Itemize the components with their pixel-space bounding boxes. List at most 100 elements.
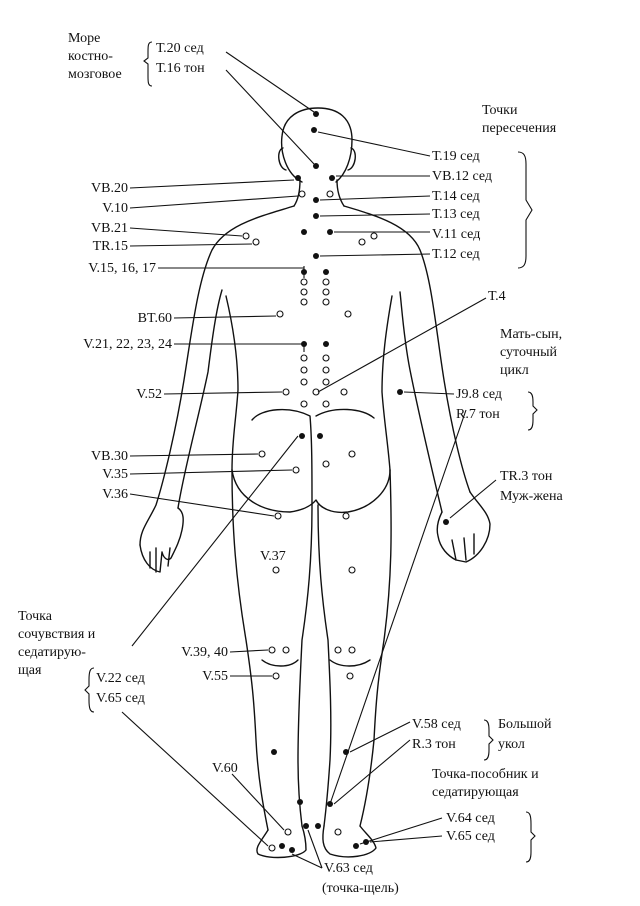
point-v16-r <box>322 278 330 286</box>
point-v64-l <box>268 844 276 852</box>
leader-t16 <box>225 69 315 165</box>
point-v18-r <box>322 298 330 306</box>
point-v52-r <box>340 388 348 396</box>
point-v37 <box>272 566 280 574</box>
leader-tr3 <box>449 479 497 519</box>
point-tr3 <box>443 519 449 525</box>
point-vb20 <box>295 175 301 181</box>
point-v25-r <box>322 400 330 408</box>
leader-v58 <box>349 721 411 753</box>
point-v60-r <box>334 828 342 836</box>
point-v15-r <box>323 269 329 275</box>
point-v58-l <box>271 749 277 755</box>
label-v11: V.11 сед <box>432 227 481 242</box>
point-tr15-r <box>358 238 366 246</box>
label-v39-40: V.39, 40 <box>181 645 228 660</box>
point-t14 <box>313 197 319 203</box>
leader-t13 <box>319 213 431 217</box>
leader-lines <box>121 51 497 869</box>
leader-t4 <box>317 297 487 393</box>
leader-r3 <box>333 739 411 805</box>
braces <box>84 41 538 863</box>
point-t20 <box>313 111 319 117</box>
leader-tr15 <box>129 243 253 247</box>
label-tochki-2: пересечения <box>482 121 557 136</box>
point-tr15 <box>252 238 260 246</box>
point-v36 <box>274 512 282 520</box>
label-v65b: V.65 сед <box>446 829 495 844</box>
label-v21-22-23-24: V.21, 22, 23, 24 <box>83 337 172 352</box>
label-t20: Т.20 сед <box>156 41 204 56</box>
point-vb30-r <box>348 450 356 458</box>
point-v39-r <box>334 646 342 654</box>
brace-helper <box>525 811 536 863</box>
leader-vb20 <box>129 179 295 189</box>
leader-v60 <box>231 773 285 831</box>
point-v24-r <box>322 378 330 386</box>
label-vb12: VB.12 сед <box>432 169 492 184</box>
label-v36: V.36 <box>102 487 128 502</box>
point-v52 <box>282 388 290 396</box>
label-tochki-1: Точки <box>482 103 518 118</box>
leader-v22 <box>131 435 299 647</box>
point-v22-l <box>300 354 308 362</box>
label-r7: R.7 тон <box>456 407 500 422</box>
label-bolshoi-2: укол <box>498 737 525 752</box>
point-v35 <box>292 466 300 474</box>
point-v60-b <box>303 823 309 829</box>
label-t19: Т.19 сед <box>432 149 480 164</box>
point-j98 <box>397 389 403 395</box>
point-v10-r <box>326 190 334 198</box>
label-more-1: Море <box>68 31 101 46</box>
point-v21-r <box>323 341 329 347</box>
label-soch-2: сочувствия и <box>18 627 96 642</box>
point-vb12 <box>329 175 335 181</box>
label-v55: V.55 <box>202 669 228 684</box>
leader-r7 <box>329 409 467 805</box>
label-v58: V.58 сед <box>412 717 461 732</box>
label-mat-3: цикл <box>500 363 529 378</box>
leader-t14 <box>319 195 431 201</box>
leader-t12 <box>319 253 431 257</box>
label-bt60: BT.60 <box>137 311 172 326</box>
point-v22-r <box>322 354 330 362</box>
leader-v35 <box>129 469 293 475</box>
label-t16: Т.16 тон <box>156 61 205 76</box>
label-v10: V.10 <box>102 201 128 216</box>
point-v35-r <box>322 460 330 468</box>
point-t12 <box>313 253 319 259</box>
label-v60: V.60 <box>212 761 238 776</box>
brace-intersection <box>517 151 533 269</box>
label-v37: V.37 <box>260 549 286 564</box>
label-v35: V.35 <box>102 467 128 482</box>
point-v63 <box>289 847 295 853</box>
leader-t19 <box>317 131 431 157</box>
point-v60 <box>284 828 292 836</box>
label-posob-2: седатирующая <box>432 785 519 800</box>
label-soch-4: щая <box>18 663 42 678</box>
point-bt60 <box>276 310 284 318</box>
point-v17-r <box>322 288 330 296</box>
point-t13 <box>313 213 319 219</box>
leader-v3940 <box>229 649 269 653</box>
body-outline <box>139 107 491 859</box>
label-posob-1: Точка-пособник и <box>432 767 539 782</box>
leader-bt60 <box>173 315 277 319</box>
label-v64: V.64 сед <box>446 811 495 826</box>
point-v10 <box>298 190 306 198</box>
point-t19 <box>311 127 317 133</box>
label-mat-1: Мать-сын, <box>500 327 563 342</box>
leader-v52 <box>163 391 283 395</box>
leader-v64 <box>359 817 443 845</box>
point-v17-l <box>300 288 308 296</box>
label-j98: J9.8 сед <box>456 387 502 402</box>
label-v15-16-17: V.15, 16, 17 <box>88 261 156 276</box>
leader-v65b <box>369 835 443 843</box>
leader-v63-b <box>307 829 323 869</box>
point-vb30 <box>258 450 266 458</box>
label-t4: Т.4 <box>488 289 506 304</box>
point-v40 <box>282 646 290 654</box>
point-v18-l <box>300 298 308 306</box>
leader-v36 <box>129 493 275 517</box>
